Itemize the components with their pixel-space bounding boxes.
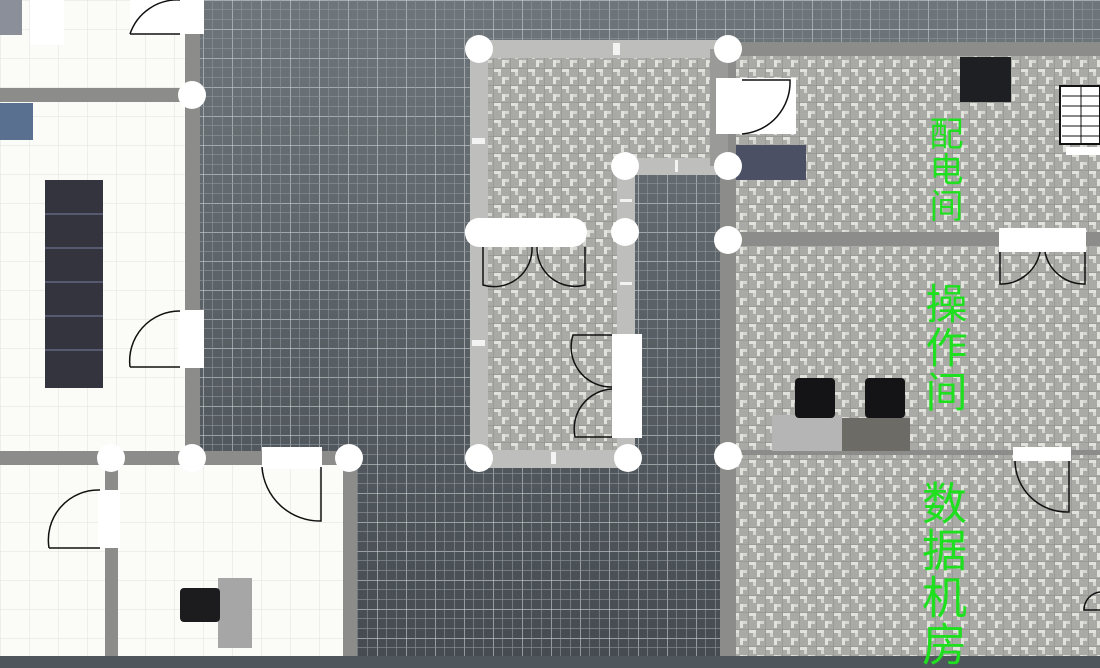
circle-handle-icon[interactable] [465,444,493,472]
circle-handle-icon[interactable] [714,152,742,180]
circle-handle-icon[interactable] [178,444,206,472]
door[interactable] [261,447,322,522]
furniture-item[interactable] [0,0,22,35]
circle-handle-icon[interactable] [714,35,742,63]
circle-handle-icon[interactable] [465,35,493,63]
double-door[interactable] [999,228,1086,285]
circle-handle-icon[interactable] [465,218,493,246]
circle-handle-icon[interactable] [611,218,639,246]
door[interactable] [1013,447,1071,513]
door[interactable] [716,78,796,135]
room-label-data-center[interactable]: 数据机房 [914,480,967,668]
circle-handle-icon[interactable] [97,444,125,472]
door[interactable] [1083,591,1100,611]
door[interactable] [129,0,204,35]
room-label-operation-room[interactable]: 操作间 [919,282,968,414]
circle-handle-icon[interactable] [614,444,642,472]
chair[interactable] [180,578,252,648]
circle-handle-icon[interactable] [714,226,742,254]
circle-handle-icon[interactable] [611,152,639,180]
circle-handle-icon[interactable] [178,81,206,109]
circle-handle-icon[interactable] [335,444,363,472]
cabinet-rack[interactable] [45,180,103,388]
window[interactable] [1059,85,1100,155]
selection-handles[interactable] [97,35,742,472]
furniture-item[interactable] [0,103,33,140]
double-door[interactable] [465,218,587,288]
furniture-item[interactable] [30,0,64,45]
equipment-box[interactable] [960,57,1011,102]
workstation-desk[interactable] [772,378,910,451]
circle-handle-icon[interactable] [714,442,742,470]
door[interactable] [47,489,120,549]
equipment-panel[interactable] [736,145,806,180]
right-rooms[interactable] [720,42,1100,656]
room-label-power-room[interactable]: 配电间 [923,116,963,224]
double-door[interactable] [570,334,642,438]
door[interactable] [128,310,204,368]
